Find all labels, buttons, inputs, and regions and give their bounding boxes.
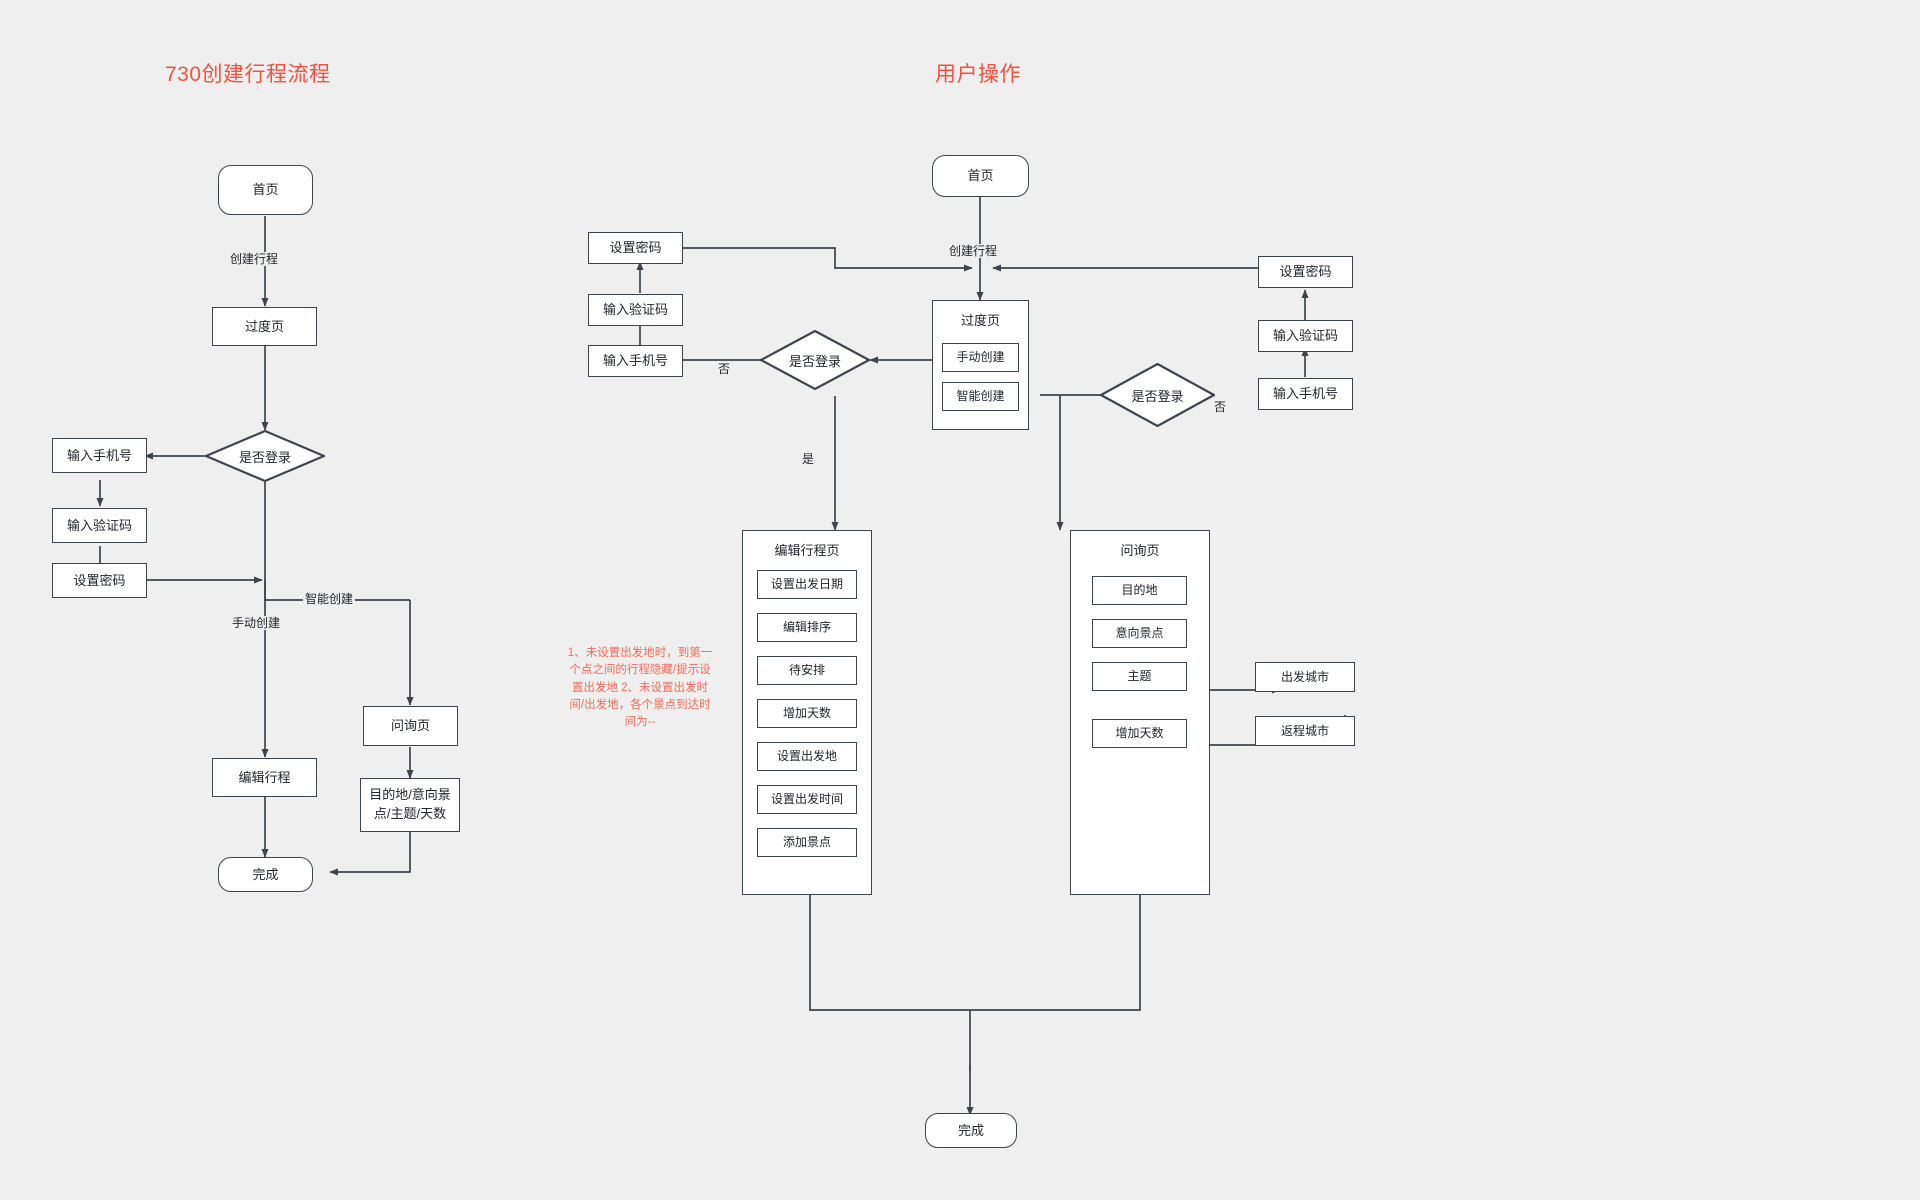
right-edit-item-3[interactable]: 增加天数 — [757, 699, 857, 728]
right-edit-item-5[interactable]: 设置出发时间 — [757, 785, 857, 814]
page-title-left: 730创建行程流程 — [165, 63, 331, 86]
warning-note: 1、未设置出发地时，到第一个点之间的行程隐藏/提示设置出发地 2、未设置出发时间… — [567, 647, 713, 728]
right-node-set-password-left[interactable]: 设置密码 — [588, 232, 683, 264]
left-edge-label-smart-create: 智能创建 — [303, 592, 356, 607]
left-edge-label-manual-create: 手动创建 — [230, 616, 283, 631]
right-node-is-login-right[interactable]: 是否登录 — [1100, 363, 1215, 427]
right-is-login-left-label: 是否登录 — [788, 353, 841, 369]
right-edit-item-6[interactable]: 添加景点 — [757, 828, 857, 857]
right-node-input-code-left[interactable]: 输入验证码 — [588, 294, 683, 326]
left-node-edit-trip[interactable]: 编辑行程 — [212, 758, 317, 797]
right-inquiry-item-1[interactable]: 意向景点 — [1092, 619, 1187, 648]
left-node-finish[interactable]: 完成 — [218, 857, 313, 892]
right-edit-item-4[interactable]: 设置出发地 — [757, 742, 857, 771]
right-edge-label-create-trip: 创建行程 — [947, 244, 1000, 259]
right-node-is-login-left[interactable]: 是否登录 — [760, 330, 870, 390]
left-node-input-phone[interactable]: 输入手机号 — [52, 438, 147, 473]
right-inquiry-item-2[interactable]: 主题 — [1092, 662, 1187, 691]
right-inquiry-item-0[interactable]: 目的地 — [1092, 576, 1187, 605]
right-edge-label-no-right: 否 — [1212, 400, 1229, 415]
right-edit-group-title: 编辑行程页 — [774, 543, 840, 558]
page-title-right: 用户操作 — [935, 63, 1021, 86]
right-edit-item-0[interactable]: 设置出发日期 — [757, 570, 857, 599]
diamond-shape — [1100, 363, 1215, 427]
left-node-home[interactable]: 首页 — [218, 165, 313, 215]
right-node-manual-create[interactable]: 手动创建 — [942, 343, 1019, 372]
right-node-set-password-right[interactable]: 设置密码 — [1258, 256, 1353, 288]
right-node-input-code-right[interactable]: 输入验证码 — [1258, 320, 1353, 352]
left-node-inquiry-page[interactable]: 问询页 — [363, 706, 458, 746]
right-node-return-city[interactable]: 返程城市 — [1255, 716, 1355, 746]
right-edit-item-2[interactable]: 待安排 — [757, 656, 857, 685]
right-is-login-right-label: 是否登录 — [1131, 388, 1184, 404]
left-edge-label-create-trip: 创建行程 — [228, 252, 281, 267]
right-node-input-phone-right[interactable]: 输入手机号 — [1258, 378, 1353, 410]
right-edit-item-1[interactable]: 编辑排序 — [757, 613, 857, 642]
right-transition-title: 过度页 — [960, 313, 1000, 328]
right-edge-label-yes-left: 是 — [800, 452, 817, 467]
right-inquiry-item-3[interactable]: 增加天数 — [1092, 719, 1187, 748]
right-inquiry-group-title: 问询页 — [1120, 543, 1160, 558]
right-node-input-phone-left[interactable]: 输入手机号 — [588, 345, 683, 377]
right-edge-label-no-left: 否 — [716, 362, 733, 377]
diamond-shape — [205, 430, 325, 482]
left-node-is-login[interactable]: 是否登录 — [205, 430, 325, 482]
right-node-smart-create[interactable]: 智能创建 — [942, 382, 1019, 411]
left-is-login-label: 是否登录 — [238, 449, 291, 465]
left-node-input-code[interactable]: 输入验证码 — [52, 508, 147, 543]
left-node-inquiry-detail[interactable]: 目的地/意向景点/主题/天数 — [360, 778, 460, 832]
left-node-transition[interactable]: 过度页 — [212, 307, 317, 346]
left-node-set-password[interactable]: 设置密码 — [52, 563, 147, 598]
right-node-depart-city[interactable]: 出发城市 — [1255, 662, 1355, 692]
right-node-finish[interactable]: 完成 — [925, 1113, 1017, 1148]
diamond-shape — [760, 330, 870, 390]
right-node-home[interactable]: 首页 — [932, 155, 1029, 197]
